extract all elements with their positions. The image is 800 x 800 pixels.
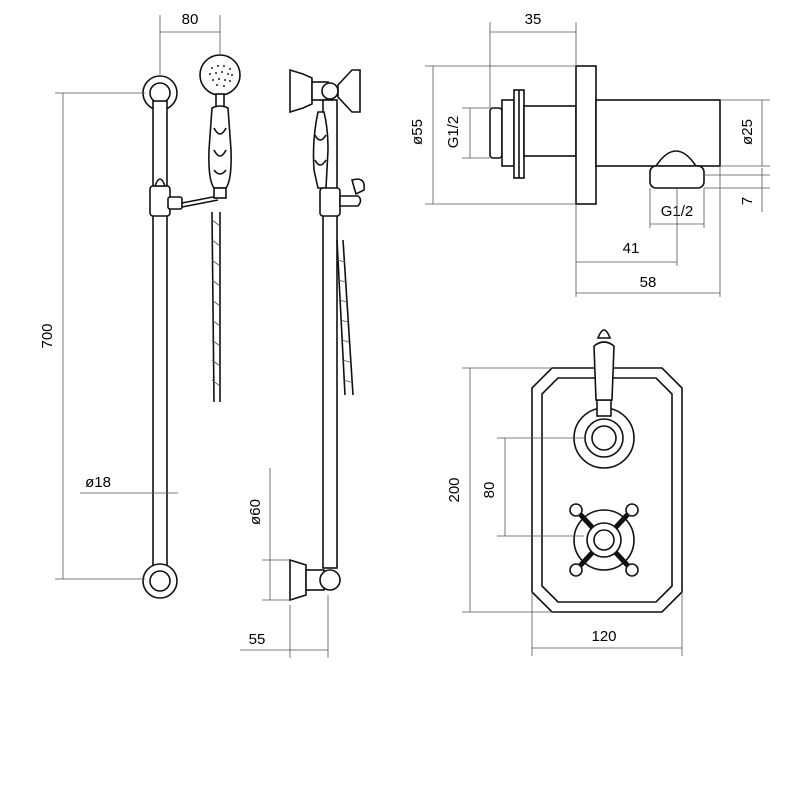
outlet-thread-stub bbox=[489, 107, 503, 159]
thermostatic-valve-front-view bbox=[531, 329, 683, 613]
valve-plate-outer bbox=[531, 367, 683, 613]
dimension-label-g12-inlet: G1/2 bbox=[445, 116, 462, 149]
side-top-bracket-base bbox=[289, 68, 313, 114]
flow-handle-knob-br bbox=[625, 563, 639, 577]
outlet-elbow-body bbox=[595, 99, 721, 167]
dimension-label-80-valve: 80 bbox=[481, 482, 498, 499]
dimension-label-diameter-25: ø25 bbox=[739, 119, 756, 145]
rail-slider bbox=[149, 185, 171, 217]
side-slider bbox=[319, 187, 341, 217]
valve-dimensions: 200 80 120 bbox=[446, 367, 683, 656]
wall-outlet-dimensions: 35 ø55 G1/2 ø25 7 G1/2 41 58 bbox=[409, 11, 770, 297]
flow-handle-knob-tl bbox=[569, 503, 583, 517]
handset-handle bbox=[208, 105, 232, 189]
side-slider-lever bbox=[351, 178, 366, 196]
side-rail-tube bbox=[322, 99, 338, 569]
temperature-lever-tip bbox=[596, 329, 612, 339]
flow-control-center bbox=[593, 529, 615, 551]
side-slider-knob bbox=[339, 195, 362, 207]
holder-arm-lower bbox=[181, 199, 219, 208]
holder-arm bbox=[181, 195, 219, 204]
hose-texture bbox=[211, 219, 221, 387]
rail-tube bbox=[152, 100, 168, 574]
dimension-label-700: 700 bbox=[39, 323, 56, 348]
dimension-label-diameter-55: ø55 bbox=[409, 119, 426, 145]
dimension-label-35: 35 bbox=[525, 11, 542, 28]
dimension-label-200: 200 bbox=[446, 477, 463, 502]
dimension-label-7: 7 bbox=[739, 197, 756, 205]
side-handset-body bbox=[312, 111, 329, 189]
handset-head bbox=[199, 54, 241, 96]
dimension-label-diameter-60: ø60 bbox=[247, 499, 264, 525]
rail-top-bracket-inner bbox=[149, 82, 171, 104]
dimension-label-diameter-18: ø18 bbox=[85, 474, 111, 491]
dimension-label-58: 58 bbox=[640, 274, 657, 291]
flow-handle-knob-bl bbox=[569, 563, 583, 577]
shower-hose bbox=[211, 211, 221, 403]
outlet-nut bbox=[501, 99, 515, 167]
wall-outlet-side-view bbox=[489, 65, 721, 205]
temperature-control-center bbox=[591, 425, 617, 451]
handset-spray-face bbox=[209, 65, 233, 87]
side-shower-hose bbox=[336, 239, 354, 396]
flow-handle-knob-tr bbox=[625, 503, 639, 517]
outlet-body bbox=[523, 105, 577, 157]
side-bottom-bracket-base bbox=[289, 558, 307, 602]
side-bottom-bracket-joint bbox=[319, 569, 341, 591]
side-handset-detail bbox=[314, 134, 327, 166]
outlet-wall-plate bbox=[575, 65, 597, 205]
outlet-connector bbox=[649, 165, 705, 189]
dimension-label-55: 55 bbox=[249, 631, 266, 648]
valve-plate-bevel bbox=[541, 377, 673, 603]
dimension-label-41: 41 bbox=[623, 240, 640, 257]
shower-rail-side-view bbox=[289, 68, 366, 602]
rail-front-dimensions: 80 700 ø18 bbox=[39, 11, 221, 580]
rail-side-dimensions: ø60 55 bbox=[240, 468, 329, 658]
temperature-lever-base bbox=[596, 399, 612, 417]
side-top-bracket-joint bbox=[321, 82, 339, 100]
handset-handle-detail bbox=[213, 127, 227, 175]
rail-slider-knob bbox=[153, 178, 167, 187]
dimension-label-80: 80 bbox=[182, 11, 199, 28]
temperature-lever bbox=[593, 341, 615, 401]
handset-cone bbox=[213, 187, 227, 199]
shower-rail-front-view bbox=[142, 54, 241, 599]
dimension-label-120: 120 bbox=[591, 628, 616, 645]
slider-arm bbox=[167, 196, 183, 210]
side-handset-head bbox=[337, 69, 361, 113]
side-hose-texture bbox=[336, 259, 352, 383]
rail-bottom-bracket-inner bbox=[149, 570, 171, 592]
